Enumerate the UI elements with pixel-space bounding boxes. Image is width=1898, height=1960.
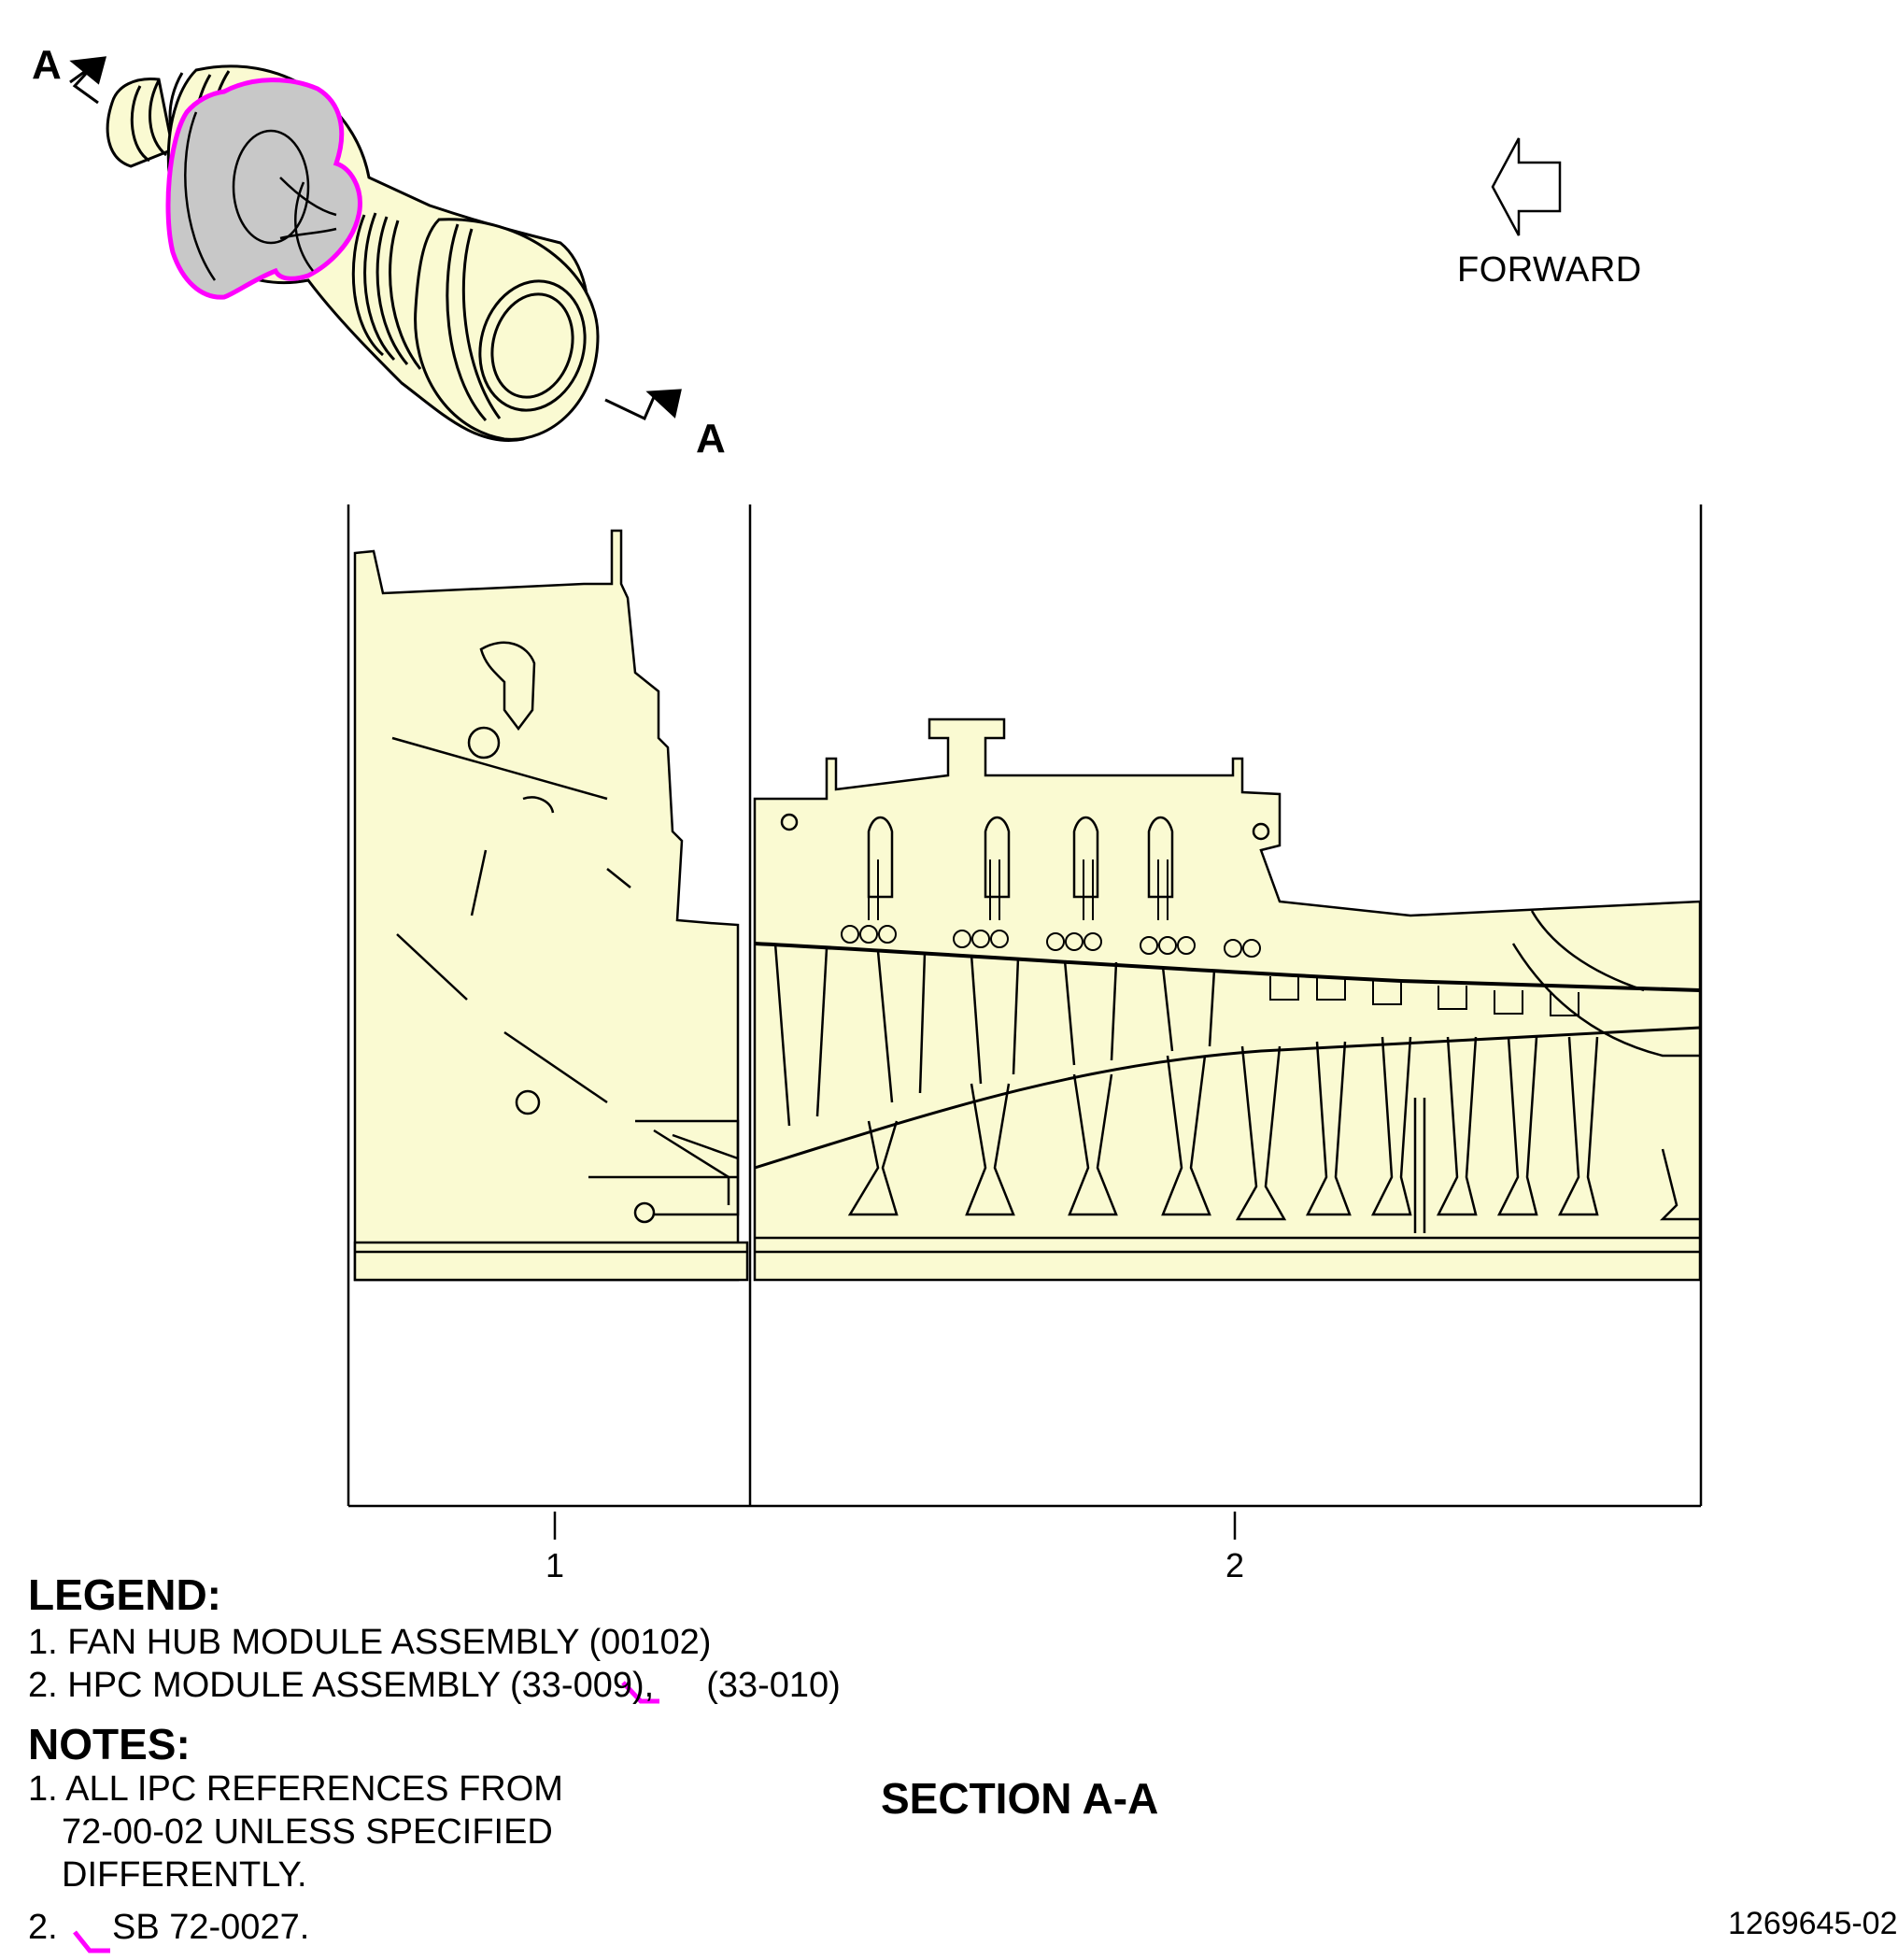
section-frame bbox=[347, 504, 1703, 1540]
note-1-line-3: DIFFERENTLY. bbox=[62, 1855, 307, 1895]
note-1-line-2: 72-00-02 UNLESS SPECIFIED bbox=[62, 1812, 553, 1852]
hpc-vane-row bbox=[841, 859, 1579, 1016]
fan-hub-detail bbox=[184, 111, 337, 281]
forward-label: FORWARD bbox=[1457, 250, 1642, 290]
legend-item-2-text: 2. HPC MODULE ASSEMBLY (33-009), bbox=[28, 1666, 655, 1705]
section-arrow-bottom bbox=[604, 389, 682, 421]
notes-title: NOTES: bbox=[28, 1720, 191, 1768]
fan-hub-highlight bbox=[165, 78, 362, 300]
section-mark-bottom: A bbox=[696, 416, 726, 462]
section-title: SECTION A-A bbox=[881, 1774, 1159, 1823]
note-2-text: SB 72-0027. bbox=[112, 1908, 310, 1947]
callout-1: 1 bbox=[545, 1546, 565, 1584]
callout-2: 2 bbox=[1225, 1546, 1245, 1584]
figure-number: 1269645-02 bbox=[1728, 1906, 1898, 1941]
fan-hub-section bbox=[353, 529, 749, 1282]
hpc-section bbox=[753, 717, 1702, 1282]
sb-flag-legend bbox=[621, 1681, 659, 1704]
section-mark-top: A bbox=[32, 42, 62, 88]
legend-item-2: 2. HPC MODULE ASSEMBLY (33-009), (33-010) bbox=[28, 1664, 841, 1707]
forward-arrow-icon bbox=[1491, 137, 1562, 236]
legend-title: LEGEND: bbox=[28, 1570, 221, 1619]
legend-item-1: 1. FAN HUB MODULE ASSEMBLY (00102) bbox=[28, 1623, 712, 1662]
note-1-line-1: 1. ALL IPC REFERENCES FROM bbox=[28, 1769, 563, 1809]
sb-flag-notes bbox=[73, 1930, 110, 1953]
legend-item-2-sb-ref: (33-010) bbox=[706, 1666, 841, 1705]
note-2-prefix: 2. bbox=[28, 1908, 58, 1947]
section-arrow-top bbox=[69, 56, 107, 105]
